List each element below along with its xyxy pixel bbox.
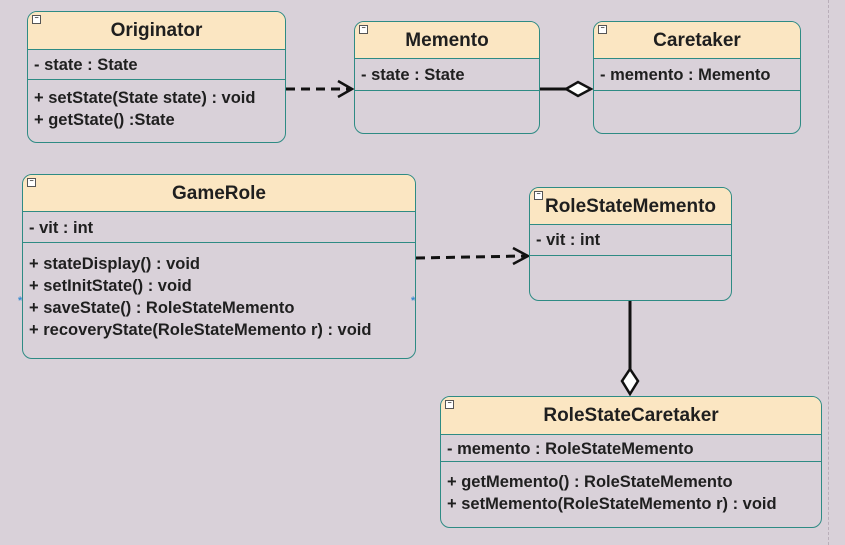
- selection-handle-right[interactable]: *: [411, 295, 416, 307]
- operation: + saveState() : RoleStateMemento: [29, 299, 295, 317]
- class-memento[interactable]: − Memento - state : State: [354, 21, 540, 134]
- class-gamerole[interactable]: − GameRole - vit : int + stateDisplay() …: [22, 174, 416, 359]
- dependency-line-gamerole-rolestatememento: [415, 254, 526, 260]
- operations-section: + stateDisplay() : void + setInitState()…: [23, 243, 415, 341]
- collapse-icon[interactable]: −: [359, 25, 368, 34]
- collapse-icon[interactable]: −: [32, 15, 41, 24]
- aggregation-diamond-caretaker: [563, 80, 594, 98]
- attributes-section: - vit : int: [23, 212, 415, 243]
- class-name: RoleStateCaretaker: [543, 405, 719, 426]
- attribute: - memento : RoleStateMemento: [447, 440, 694, 458]
- attribute: - vit : int: [536, 231, 601, 249]
- operation: + recoveryState(RoleStateMemento r) : vo…: [29, 321, 372, 339]
- operations-section: [530, 256, 731, 300]
- class-rolestatememento[interactable]: − RoleStateMemento - vit : int: [529, 187, 732, 301]
- class-header: − Caretaker: [594, 22, 800, 59]
- page-boundary-line: [828, 0, 829, 545]
- dependency-arrowhead-memento: [337, 79, 355, 99]
- operations-section: [355, 91, 539, 133]
- operation: + getMemento() : RoleStateMemento: [447, 473, 733, 491]
- collapse-icon[interactable]: −: [445, 400, 454, 409]
- operations-section: + setState(State state) : void + getStat…: [28, 80, 285, 131]
- class-header: − RoleStateMemento: [530, 188, 731, 225]
- operations-section: + getMemento() : RoleStateMemento + setM…: [441, 462, 821, 515]
- class-header: − Memento: [355, 22, 539, 59]
- class-name: GameRole: [172, 183, 266, 204]
- attributes-section: - vit : int: [530, 225, 731, 256]
- attributes-section: - state : State: [28, 50, 285, 80]
- operation: + stateDisplay() : void: [29, 255, 201, 273]
- class-name: Caretaker: [653, 30, 741, 51]
- collapse-icon[interactable]: −: [598, 25, 607, 34]
- attribute: - state : State: [361, 66, 465, 84]
- selection-handle-left[interactable]: *: [18, 295, 23, 307]
- collapse-icon[interactable]: −: [27, 178, 36, 187]
- attributes-section: - state : State: [355, 59, 539, 91]
- class-header: − Originator: [28, 12, 285, 50]
- operation: + getState() :State: [34, 111, 175, 129]
- attribute: - state : State: [34, 56, 138, 74]
- attribute: - vit : int: [29, 219, 94, 237]
- collapse-icon[interactable]: −: [534, 191, 543, 200]
- dependency-arrowhead-rolestatememento: [512, 246, 531, 266]
- operation: + setState(State state) : void: [34, 89, 256, 107]
- class-caretaker[interactable]: − Caretaker - memento : Memento: [593, 21, 801, 134]
- class-name: RoleStateMemento: [544, 196, 717, 217]
- attributes-section: - memento : Memento: [594, 59, 800, 91]
- class-header: − RoleStateCaretaker: [441, 397, 821, 435]
- class-header: − GameRole: [23, 175, 415, 212]
- aggregation-diamond-rolestatecaretaker: [620, 366, 640, 397]
- class-rolestatecaretaker[interactable]: − RoleStateCaretaker - memento : RoleSta…: [440, 396, 822, 528]
- class-name: Originator: [110, 20, 203, 41]
- attributes-section: - memento : RoleStateMemento: [441, 435, 821, 462]
- operation: + setInitState() : void: [29, 277, 192, 295]
- operations-section: [594, 91, 800, 133]
- class-originator[interactable]: − Originator - state : State + setState(…: [27, 11, 286, 143]
- attribute: - memento : Memento: [600, 66, 771, 84]
- class-name: Memento: [405, 30, 489, 51]
- operation: + setMemento(RoleStateMemento r) : void: [447, 495, 777, 513]
